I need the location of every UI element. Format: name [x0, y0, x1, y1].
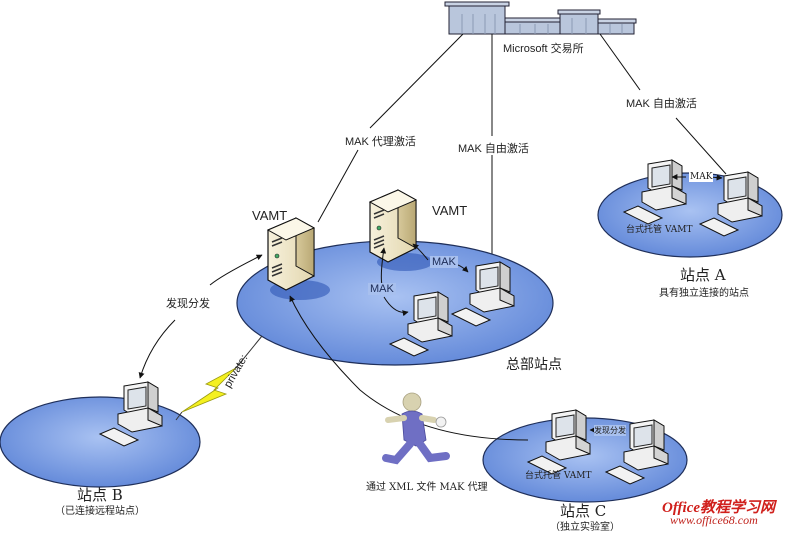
xml-proxy-label: 通过 XML 文件 MAK 代理 [366, 482, 488, 493]
discovery-distribution-label: 发现分发 [166, 297, 210, 310]
site-c-link-label: 发现分发 [594, 425, 626, 436]
site-b-title: 站点 B [77, 486, 123, 504]
site-b-subtitle: （已连接远程站点） [55, 506, 145, 517]
site-a-mak-label: MAK [689, 172, 714, 182]
link-line-a [599, 33, 641, 91]
xml-proxy-curve [289, 295, 529, 441]
vamt-left-label: VAMT [252, 208, 288, 223]
site-a-title: 站点 A [680, 266, 726, 284]
site-a-host-label: 台式托管 VAMT [626, 225, 693, 235]
link-line-proxy [369, 33, 464, 129]
vamt-right-label: VAMT [432, 203, 468, 218]
watermark-title: Office教程学习网 [662, 500, 776, 516]
exchange-label: Microsoft 交易所 [503, 43, 584, 55]
mak-independent-activation-hq-label: MAK 自由激活 [458, 143, 529, 155]
hq-mak-tag-1: MAK [430, 256, 458, 268]
exchange-building-icon [444, 1, 637, 35]
mak-independent-activation-a-label: MAK 自由激活 [626, 98, 697, 110]
watermark-url: www.office68.com [670, 513, 758, 527]
headquarters-title: 总部站点 [506, 357, 562, 373]
mak-proxy-activation-label: MAK 代理激活 [345, 136, 416, 148]
private-link-line [235, 335, 263, 369]
vamt-server-left-icon [267, 217, 315, 291]
vamt-server-right-icon [369, 189, 417, 263]
site-c-title: 站点 C [560, 502, 607, 520]
site-a-subtitle: 具有独立连接的站点 [659, 288, 749, 299]
disc-icon [435, 416, 447, 428]
site-c-host-label: 台式托管 VAMT [525, 471, 592, 481]
site-c-subtitle: （独立实验室） [550, 522, 620, 533]
hq-mak-tag-2: MAK [368, 283, 396, 295]
runner-person-icon [382, 392, 450, 465]
site-b-ellipse [0, 396, 201, 488]
